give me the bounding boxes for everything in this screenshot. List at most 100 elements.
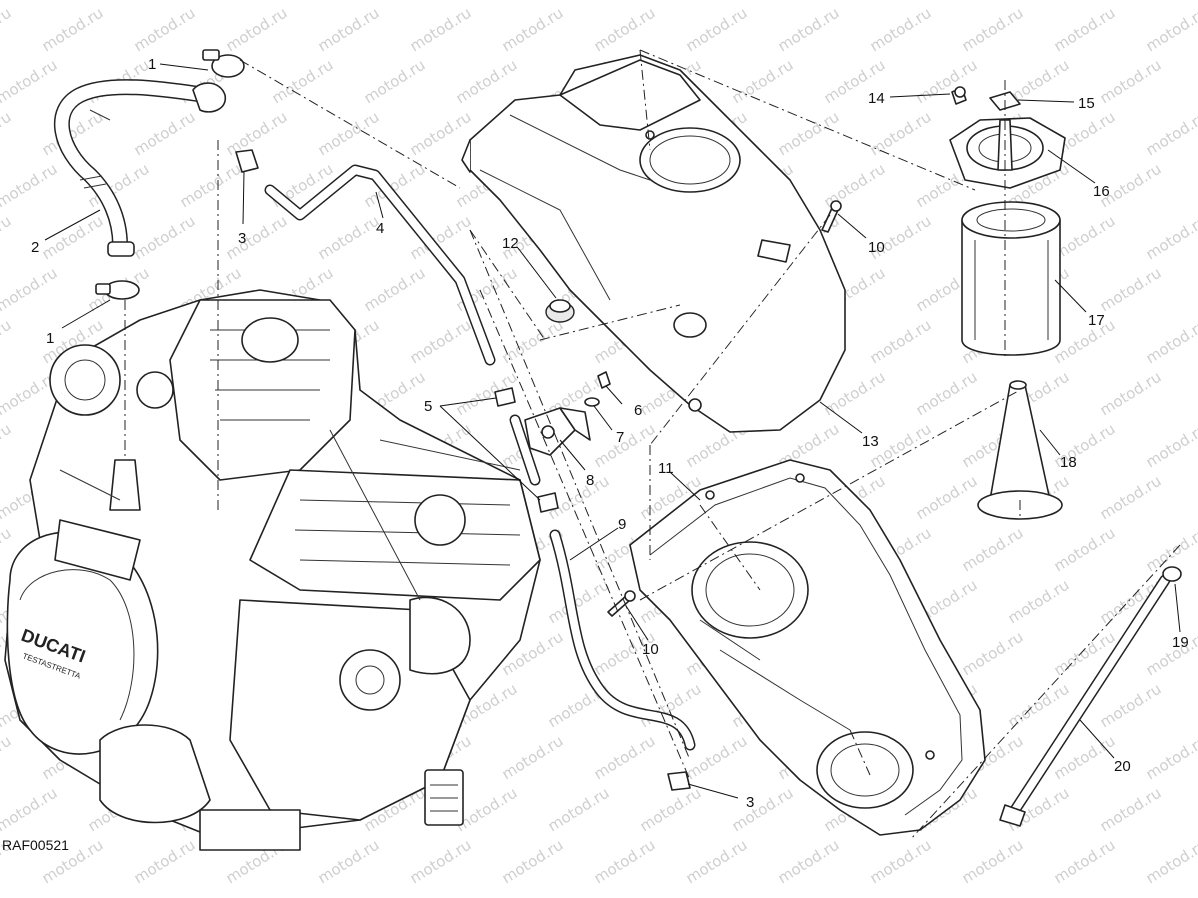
watermark-text: motod.ru [177,160,245,212]
vent-tube-4 [264,164,496,366]
watermark-text: motod.ru [0,264,60,316]
callout-3a: 3 [238,230,246,247]
hose-clamp-lower [95,280,140,300]
watermark-text: motod.ru [315,836,383,888]
watermark-text: motod.ru [1143,4,1198,56]
rod-20 [999,574,1171,827]
fitting-5-upper [494,387,516,407]
valve-8 [509,407,591,486]
callout-17: 17 [1088,312,1105,329]
callout-10a: 10 [868,239,885,256]
watermark-text: motod.ru [959,4,1027,56]
watermark-text: motod.ru [131,836,199,888]
callout-12: 12 [502,235,519,252]
watermark-text: motod.ru [223,212,291,264]
watermark-text: motod.ru [361,264,429,316]
watermark-text: motod.ru [131,4,199,56]
callout-13: 13 [862,433,879,450]
watermark-text: motod.ru [315,4,383,56]
fitting-5-lower [537,492,559,513]
watermark-text: motod.ru [39,4,107,56]
watermark-text: motod.ru [407,316,475,368]
watermark-text: motod.ru [1143,628,1198,680]
watermark-text: motod.ru [867,836,935,888]
watermark-text: motod.ru [1051,4,1119,56]
callout-1b: 1 [46,330,54,347]
watermark-text: motod.ru [683,4,751,56]
callout-15: 15 [1078,95,1095,112]
watermark-text: motod.ru [1143,108,1198,160]
watermark-text: motod.ru [1097,368,1165,420]
watermark-text: motod.ru [637,784,705,836]
watermark-text: motod.ru [131,108,199,160]
diagram-code: RAF00521 [2,837,69,853]
watermark-text: motod.ru [729,784,797,836]
watermark-text: motod.ru [867,316,935,368]
air-filter-17 [961,201,1061,356]
watermark-text: motod.ru [775,836,843,888]
watermark-text: motod.ru [0,160,60,212]
screw-14 [951,86,967,105]
callout-4: 4 [376,220,384,237]
watermark-text: motod.ru [775,4,843,56]
watermark-text: motod.ru [913,56,981,108]
watermark-text: motod.ru [361,56,429,108]
watermark-text: motod.ru [0,4,14,56]
watermark-text: motod.ru [1143,212,1198,264]
callout-6: 6 [634,402,642,419]
watermark-text: motod.ru [499,4,567,56]
watermark-text: motod.ru [545,784,613,836]
callout-5: 5 [424,398,432,415]
watermark-text: motod.ru [1143,316,1198,368]
watermark-text: motod.ru [729,56,797,108]
watermark-text: motod.ru [959,628,1027,680]
drain-tube-9 [549,529,696,751]
assembly-lines [124,49,1181,841]
watermark-text: motod.ru [223,108,291,160]
watermark-text: motod.ru [1097,680,1165,732]
watermark-text: motod.ru [315,212,383,264]
watermark-text: motod.ru [0,316,14,368]
engine-assembly: DUCATI TESTASTRETTA [4,289,541,851]
watermark-text: motod.ru [913,472,981,524]
watermark-text: motod.ru [0,212,14,264]
connector-lower [667,771,691,791]
watermark-text: motod.ru [959,524,1027,576]
watermark-text: motod.ru [1097,472,1165,524]
watermark-text: motod.ru [131,212,199,264]
callout-7: 7 [616,429,624,446]
watermark-text: motod.ru [959,836,1027,888]
leader-lines [44,63,1181,799]
callout-8: 8 [586,472,594,489]
callout-14: 14 [868,90,885,107]
watermark-text: motod.ru [1097,264,1165,316]
callout-16: 16 [1093,183,1110,200]
callout-20: 20 [1114,758,1131,775]
watermark-text: motod.ru [1143,420,1198,472]
watermark-text: motod.ru [407,108,475,160]
callout-1a: 1 [148,56,156,73]
hose-clamp-upper [202,49,245,78]
breather-hose [54,79,226,257]
watermark-text: motod.ru [499,732,567,784]
callout-3b: 3 [746,794,754,811]
callout-9: 9 [618,516,626,533]
watermark-text: motod.ru [775,108,843,160]
airbox-lower-11 [629,459,986,836]
washer-7 [584,397,600,407]
watermark-text: motod.ru [1051,524,1119,576]
callout-labels: 1 1 2 3 3 4 5 6 7 8 9 10 10 11 12 13 14 … [31,56,1189,811]
watermark-text: motod.ru [867,108,935,160]
screw-6 [597,371,611,389]
watermark-text: motod.ru [0,56,60,108]
connector-upper [235,149,259,173]
watermark-text: motod.ru [315,108,383,160]
watermark-text: motod.ru [0,420,14,472]
watermark-text: motod.ru [407,836,475,888]
watermark-text: motod.ru [407,4,475,56]
watermark-text: motod.ru [499,836,567,888]
grommet-12 [545,299,575,323]
watermark-text: motod.ru [913,368,981,420]
watermark-text: motod.ru [1005,576,1073,628]
